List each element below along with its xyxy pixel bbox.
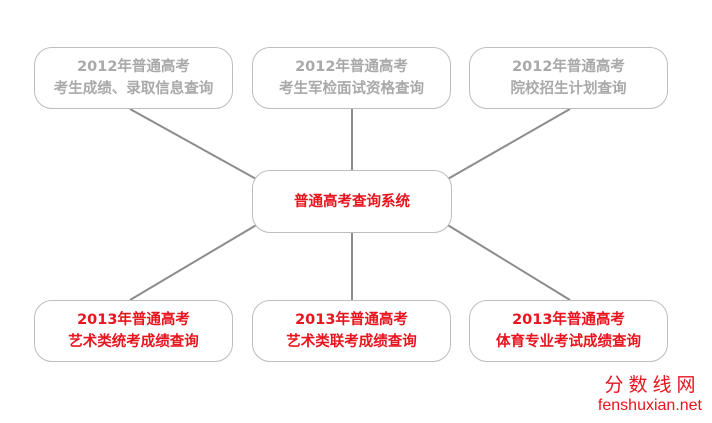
node-line-1: 2013年普通高考 bbox=[77, 312, 190, 328]
node-line-2: 艺术类联考成绩查询 bbox=[286, 334, 417, 350]
node-line-2: 艺术类统考成绩查询 bbox=[68, 334, 199, 350]
watermark-domain: fenshuxian.net bbox=[597, 397, 702, 414]
node-2013-art-joint-exam-query[interactable]: 2013年普通高考 艺术类联考成绩查询 bbox=[252, 300, 451, 362]
node-2013-pe-exam-query[interactable]: 2013年普通高考 体育专业考试成绩查询 bbox=[469, 300, 668, 362]
node-line-2: 考生成绩、录取信息查询 bbox=[53, 81, 214, 97]
node-line-1: 2012年普通高考 bbox=[512, 59, 625, 75]
node-line-1: 2013年普通高考 bbox=[295, 312, 408, 328]
node-line-2: 考生军检面试资格查询 bbox=[279, 81, 424, 97]
connector-top-left bbox=[129, 108, 259, 181]
node-2013-art-unified-exam-query[interactable]: 2013年普通高考 艺术类统考成绩查询 bbox=[34, 300, 233, 362]
node-line-2: 院校招生计划查询 bbox=[510, 81, 627, 97]
node-line-1: 2012年普通高考 bbox=[77, 59, 190, 75]
connector-bottom-left bbox=[129, 223, 259, 301]
node-line-2: 体育专业考试成绩查询 bbox=[496, 334, 641, 350]
site-watermark: 分数线网 fenshuxian.net bbox=[598, 374, 702, 416]
node-2012-score-admission-query[interactable]: 2012年普通高考 考生成绩、录取信息查询 bbox=[34, 47, 233, 109]
connector-bottom-right bbox=[445, 223, 571, 301]
watermark-chinese: 分数线网 bbox=[604, 374, 701, 396]
node-line-1: 2013年普通高考 bbox=[512, 312, 625, 328]
node-2012-military-interview-query[interactable]: 2012年普通高考 考生军检面试资格查询 bbox=[252, 47, 451, 109]
node-2012-enrollment-plan-query[interactable]: 2012年普通高考 院校招生计划查询 bbox=[469, 47, 668, 109]
connector-top-right bbox=[445, 108, 571, 181]
center-label: 普通高考查询系统 bbox=[294, 193, 410, 210]
node-center-query-system[interactable]: 普通高考查询系统 bbox=[252, 170, 452, 233]
node-line-1: 2012年普通高考 bbox=[295, 59, 408, 75]
